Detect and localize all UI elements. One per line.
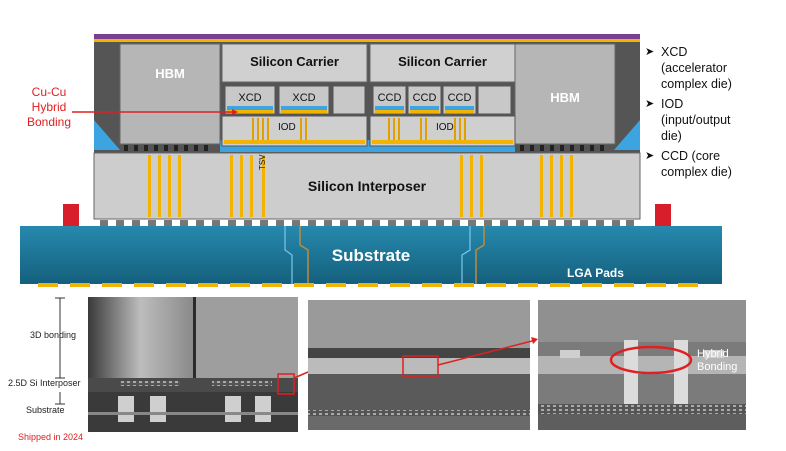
empty-die-left [332, 85, 366, 115]
capacitor-left [63, 204, 79, 226]
purple-top-layer [94, 34, 640, 39]
hbm-right-label: HBM [550, 90, 580, 105]
silicon-carrier-right-block [369, 43, 516, 83]
zoom-arrow-2 [437, 339, 537, 366]
substrate-label: Substrate [331, 246, 411, 265]
underfill-right [614, 120, 640, 150]
empty-die-right [477, 85, 512, 115]
hbm-right-block [514, 43, 616, 145]
hybrid-bond-ellipse [609, 345, 693, 375]
sem-image-large [88, 297, 298, 432]
underfill-left [94, 120, 120, 150]
capacitor-right [655, 204, 671, 226]
xcd-label-2: XCD [292, 92, 316, 104]
ccd-label-1: CCD [377, 92, 402, 104]
silicon-interposer-label: Silicon Interposer [307, 178, 427, 194]
silicon-carrier-left-label: Silicon Carrier [250, 54, 339, 69]
arrow-bullet-icon: ➤ [645, 98, 655, 110]
scale-bracket [55, 297, 65, 405]
label-si-interposer: 2.5D Si Interposer [8, 378, 81, 388]
ccd-label-2: CCD [412, 92, 437, 104]
hbm-left-label: HBM [155, 66, 185, 81]
iod-left-label: IOD [278, 122, 296, 133]
arrow-bullet-icon: ➤ [645, 46, 655, 58]
legend-item-ccd: ➤ CCD (core complex die) [645, 149, 732, 179]
substrate-block [20, 226, 722, 284]
yellow-top-layer [94, 39, 640, 42]
arrow-bullet-icon: ➤ [645, 150, 655, 162]
hbm-left-block [119, 43, 221, 145]
cu-cu-hybrid-bonding-label: Cu-Cu Hybrid Bonding [26, 85, 72, 129]
zoom-arrow-1 [293, 371, 309, 379]
hybrid-bonding-micro-label: Hybrid Bonding [697, 348, 738, 373]
silicon-interposer-block [93, 152, 641, 220]
ccd-label-3: CCD [447, 92, 472, 104]
iod-right-label: IOD [436, 122, 454, 133]
sem-image-medium [308, 300, 530, 430]
xcd-label-1: XCD [238, 92, 262, 104]
die-legend: ➤ XCD (accelerator complex die) ➤ IOD (i… [645, 44, 785, 184]
silicon-carrier-left-block [221, 43, 368, 83]
legend-item-xcd: ➤ XCD (accelerator complex die) [645, 45, 732, 91]
tsv-label: TSV [258, 154, 267, 170]
sem-image-zoom [538, 300, 746, 430]
legend-item-iod: ➤ IOD (input/output die) [645, 97, 731, 143]
lga-pads-label: LGA Pads [567, 266, 624, 280]
label-substrate-micro: Substrate [26, 405, 65, 415]
shipped-label: Shipped in 2024 [18, 432, 84, 442]
silicon-carrier-right-label: Silicon Carrier [398, 54, 487, 69]
label-3d-bonding: 3D bonding [30, 330, 77, 340]
